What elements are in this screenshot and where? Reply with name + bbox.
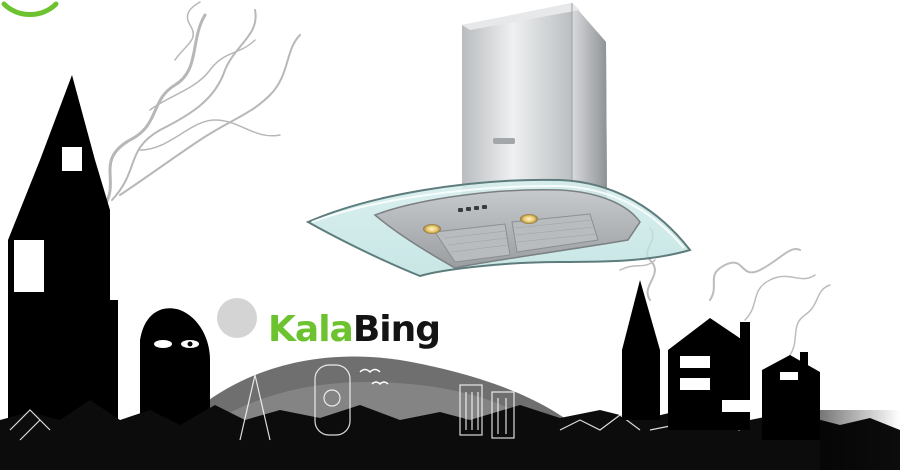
brand-logo-bing: Bing [352, 309, 441, 350]
brand-smile-icon [1, 1, 59, 17]
brand-plate [493, 138, 515, 144]
hood-light [520, 214, 538, 224]
window-shape [62, 147, 82, 171]
hood-body [373, 189, 641, 269]
smoke-plume-left [103, 1, 301, 207]
hood-chimney [462, 3, 607, 200]
hood-light [423, 224, 441, 234]
brand-logo: KalaBing [268, 308, 441, 358]
hood-control-buttons [458, 205, 487, 212]
window-shape [14, 240, 44, 292]
brand-logo-kala: Kala [268, 309, 354, 350]
smoke-plume-right [619, 227, 831, 356]
